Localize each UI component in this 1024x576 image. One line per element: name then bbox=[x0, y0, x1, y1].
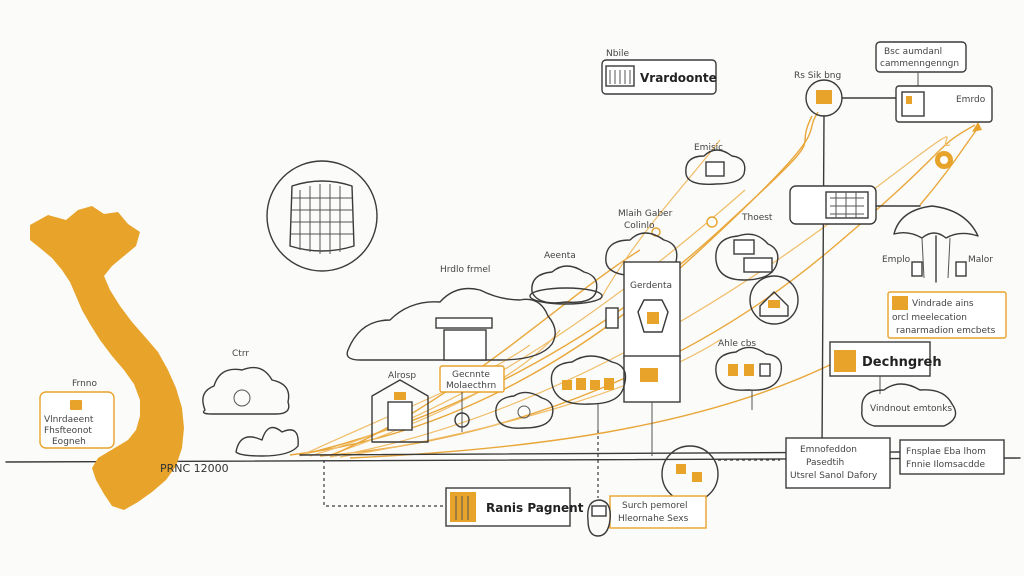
top-right-note-line1: Bsc aumdanl bbox=[884, 47, 942, 57]
pinc-label: PRNC 12000 bbox=[160, 462, 229, 475]
lotus-icon bbox=[235, 426, 299, 457]
aeenta-cloud: Aeenta bbox=[529, 251, 603, 305]
top-callout: Nbile Vrardoonte bbox=[601, 49, 717, 95]
empire-label: Emplo bbox=[882, 255, 911, 265]
flow-lines bbox=[289, 111, 982, 459]
main-node: Mlaih Gaber Colinlo Gerdenta bbox=[605, 209, 681, 456]
thoest-node: Thoest bbox=[706, 213, 779, 281]
ranis-pagnent-box: Ranis Pagnent bbox=[323, 460, 584, 527]
mid-yellow-box: Gecnnte Molaecthrn bbox=[439, 365, 505, 432]
map-tag-line3: Eogneh bbox=[52, 437, 86, 447]
map-tag: Frnno Vlnrdaeent Fhsfteonot Eogneh bbox=[39, 379, 115, 449]
ahle-label: Ahle cbs bbox=[718, 339, 756, 349]
cup-icon bbox=[70, 400, 82, 410]
small-box-a bbox=[911, 261, 923, 277]
ranis-pagnent-label: Ranis Pagnent bbox=[486, 501, 584, 515]
ahle-cloud: Ahle cbs bbox=[715, 339, 783, 410]
bottom-right-line2: Fnnie Ilomsacdde bbox=[906, 460, 985, 470]
house-icon: Alrosp bbox=[371, 371, 429, 443]
emisic-cloud: Emisic bbox=[685, 143, 746, 185]
hill-landscape: Hrdlo frmel bbox=[346, 265, 556, 361]
vindnout-cloud: Vindnout emtonks bbox=[861, 383, 957, 427]
house-label: Alrosp bbox=[388, 371, 416, 381]
bottom-mid-line2: Pasedtih bbox=[806, 458, 844, 468]
malor-label: Malor bbox=[968, 255, 993, 265]
top-node-label: Rs Sik bng bbox=[794, 71, 841, 81]
top-node: Rs Sik bng bbox=[794, 71, 901, 451]
top-callout-text: Vrardoonte bbox=[640, 71, 717, 85]
vindnout-label: Vindnout emtonks bbox=[870, 404, 952, 414]
dechngreh-box: Dechngreh bbox=[829, 341, 942, 394]
dechngreh-label: Dechngreh bbox=[862, 355, 942, 370]
right-note-line1: Vindrade ains bbox=[912, 299, 974, 309]
building-circle bbox=[749, 275, 799, 325]
bottom-mid-line1: Emnofeddon bbox=[800, 445, 857, 455]
top-right-note-line2: cammenngenngn bbox=[880, 59, 959, 69]
hill-label: Hrdlo frmel bbox=[440, 265, 490, 275]
mid-yellow-line2: Molaecthrn bbox=[446, 381, 496, 391]
right-note: Vindrade ains orcl meelecation ranarmadi… bbox=[887, 291, 1007, 339]
top-right-box: Emrdo bbox=[895, 85, 993, 123]
rack-box bbox=[789, 185, 921, 225]
legend-tag: Nbile bbox=[606, 49, 629, 59]
bottom-mid-line3: Utsrel Sanol Dafory bbox=[790, 471, 878, 481]
map-tag-top-label: Frnno bbox=[72, 379, 97, 389]
main-node-label2: Colinlo bbox=[624, 221, 655, 231]
right-note-line2: orcl meelecation bbox=[892, 313, 967, 323]
search-line1: Surch pemorel bbox=[622, 501, 688, 511]
emisic-label: Emisic bbox=[694, 143, 723, 153]
vietnam-map bbox=[30, 206, 184, 510]
top-right-box-label: Emrdo bbox=[956, 95, 986, 105]
search-box: Surch pemorel Hleornahe Sexs bbox=[587, 430, 707, 537]
map-tag-line1: Vlnrdaeent bbox=[44, 415, 94, 425]
cloud-left: Ctrr bbox=[202, 349, 290, 415]
gordenta-label: Gerdenta bbox=[630, 281, 672, 291]
cloud-products bbox=[495, 355, 627, 430]
bottom-circle bbox=[661, 445, 780, 503]
bottom-mid-box: Emnofeddon Pasedtih Utsrel Sanol Dafory bbox=[785, 437, 891, 489]
umbrella-tree-icon bbox=[893, 205, 979, 283]
cloud-left-label: Ctrr bbox=[232, 349, 249, 359]
map-tag-line2: Fhsfteonot bbox=[44, 426, 92, 436]
coin-icon bbox=[935, 151, 953, 169]
mid-yellow-line1: Gecnnte bbox=[452, 370, 490, 380]
globe-grid-icon bbox=[266, 160, 378, 272]
bottom-right-line1: Fnsplae Eba lhom bbox=[906, 447, 986, 457]
bottom-right-box: Fnsplae Eba lhom Fnnie Ilomsacdde bbox=[899, 439, 1005, 475]
thoest-label: Thoest bbox=[741, 213, 773, 223]
small-box-b bbox=[955, 261, 967, 277]
search-line2: Hleornahe Sexs bbox=[618, 514, 689, 524]
top-right-note: Bsc aumdanl cammenngenngn bbox=[875, 41, 967, 86]
right-note-line3: ranarmadion emcbets bbox=[896, 326, 996, 336]
main-node-label1: Mlaih Gaber bbox=[618, 209, 673, 219]
aeenta-label: Aeenta bbox=[544, 251, 576, 261]
